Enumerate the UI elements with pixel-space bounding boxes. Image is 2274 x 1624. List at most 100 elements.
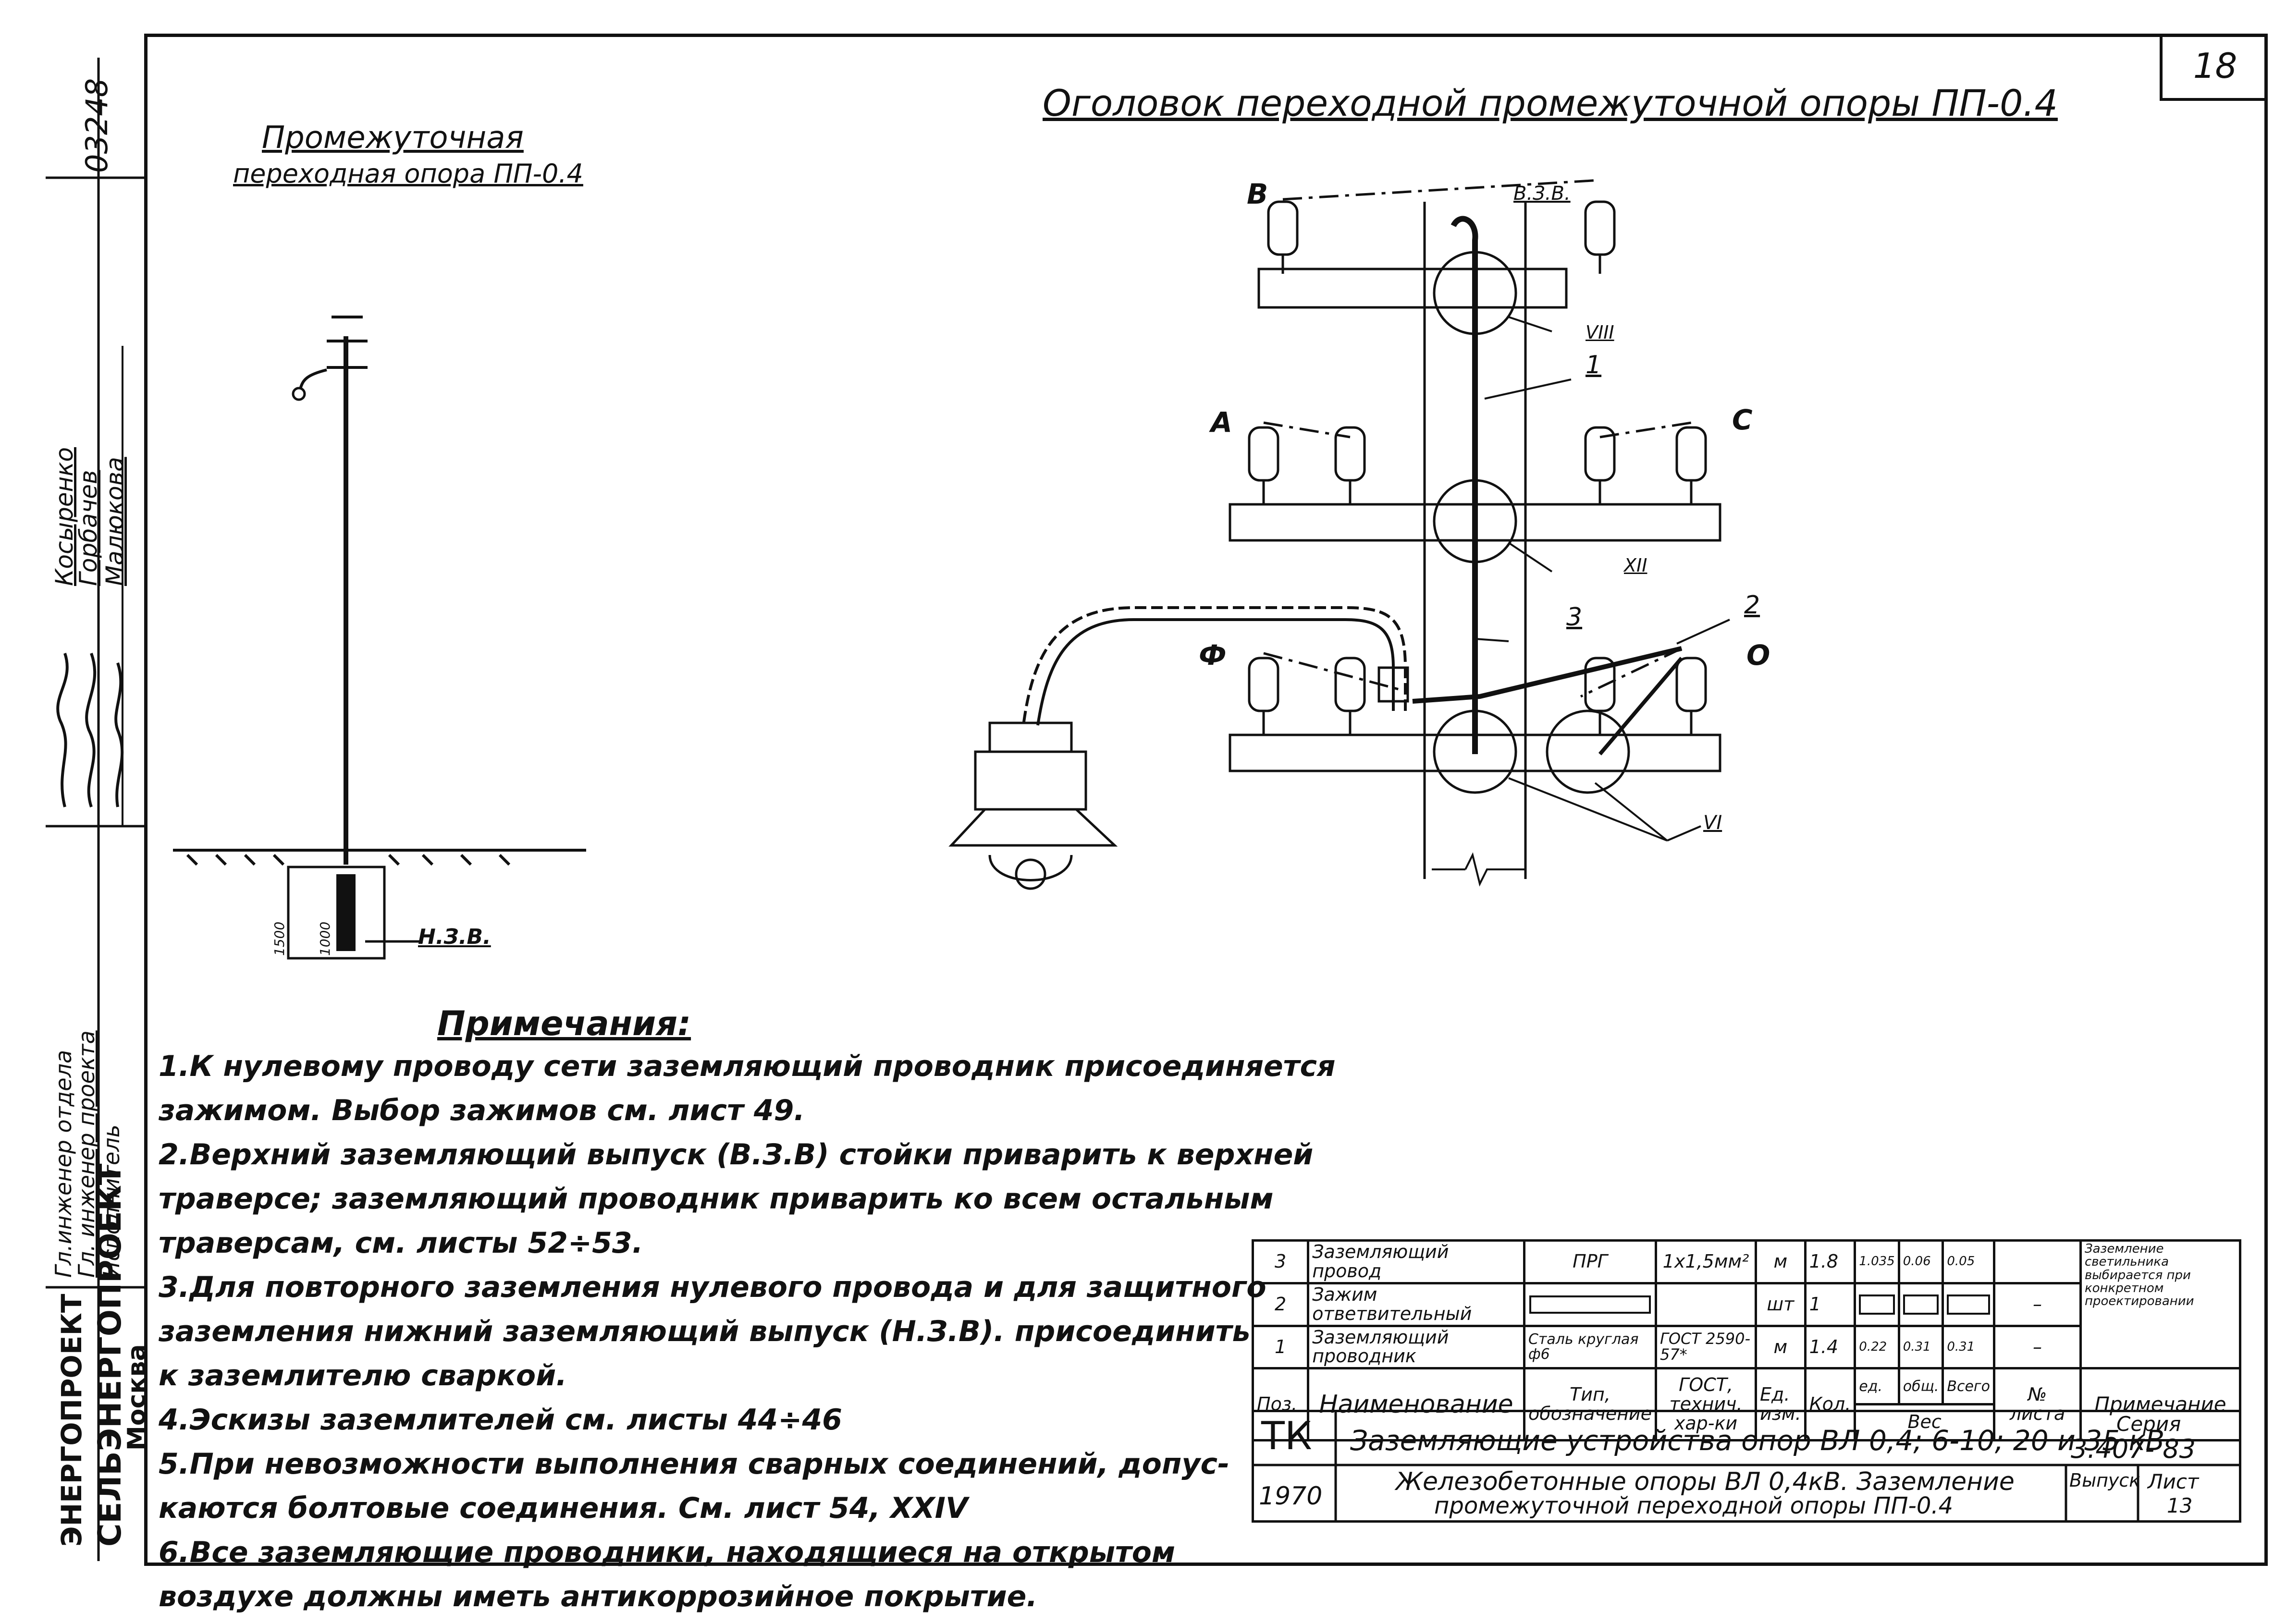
main-title: Оголовок переходной промежуточной опоры … <box>1043 82 2058 124</box>
row3-pos: 3 <box>1251 1239 1310 1284</box>
title-tk: ТК <box>1261 1414 1312 1458</box>
row2-pos: 2 <box>1251 1282 1310 1327</box>
row2-w2-box <box>1903 1294 1939 1315</box>
note-line-8: к заземлителю сваркой. <box>159 1359 567 1392</box>
title-block-lines <box>1252 1410 2241 1523</box>
label-o: О <box>1746 639 1770 672</box>
side-name-2: Горбачев <box>74 470 102 586</box>
note-line-11: каются болтовые соединения. См. лист 54,… <box>159 1491 968 1525</box>
row1-unit: м <box>1755 1324 1807 1370</box>
hdr-w1: ед. <box>1854 1367 1900 1406</box>
table-row: 3 Заземляющий провод ПРГ 1х1,5мм² м 1.8 … <box>1251 1239 2242 1370</box>
pole-head-diagram <box>948 179 1730 890</box>
left-title-2: переходная опора ПП-0.4 <box>233 159 583 189</box>
side-stamp: 03248 Гл.инженер отдела Гл. инженер прое… <box>46 58 151 1561</box>
row2-w1 <box>1854 1282 1900 1327</box>
row2-qty: 1 <box>1804 1282 1856 1327</box>
row2-type-box <box>1529 1295 1651 1314</box>
title-year: 1970 <box>1259 1482 1323 1511</box>
left-title-1: Промежуточная <box>262 120 524 156</box>
row3-type: ПРГ <box>1523 1239 1658 1284</box>
depth-label-2: 1000 <box>317 921 333 956</box>
notes-title: Примечания: <box>437 1004 691 1043</box>
label-f: Ф <box>1199 639 1227 672</box>
row1-pos: 1 <box>1251 1324 1310 1370</box>
note-line-2: зажимом. Выбор зажимов см. лист 49. <box>159 1094 805 1127</box>
row3-unit: м <box>1755 1239 1807 1284</box>
row2-name: Зажим ответвительный <box>1307 1282 1525 1327</box>
label-3: 3 <box>1566 603 1583 632</box>
side-org-top: ЭНЕРГОПРОЕКТ <box>55 1294 88 1547</box>
hdr-unit: Ед. изм. <box>1755 1367 1807 1442</box>
note-line-3: 2.Верхний заземляющий выпуск (В.З.В) сто… <box>159 1138 1314 1172</box>
sheet-number-box: 18 <box>2160 34 2268 101</box>
sheet-border <box>144 34 2268 1566</box>
hdr-w3: Всего <box>1942 1367 1996 1406</box>
row1-name: Заземляющий проводник <box>1307 1324 1525 1370</box>
row2-gost <box>1654 1282 1758 1327</box>
table-header-row: Поз. Наименование Тип, обозначение ГОСТ,… <box>1251 1367 2242 1442</box>
note-line-7: заземления нижний заземляющий выпуск (Н.… <box>159 1315 1251 1348</box>
title-line-3: промежуточной переходной опоры ПП-0.4 <box>1434 1492 1954 1519</box>
row3-qty: 1.8 <box>1804 1239 1856 1284</box>
nzv-label: Н.З.В. <box>418 925 491 949</box>
row2-w3-box <box>1947 1294 1991 1315</box>
side-name-3: Малюкова <box>101 457 129 586</box>
signatures <box>56 652 124 807</box>
row3-gost: 1х1,5мм² <box>1654 1239 1758 1284</box>
label-vzv: В.З.В. <box>1513 183 1571 205</box>
table-row: 1 Заземляющий проводник Сталь круглая ф6… <box>1251 1324 2240 1370</box>
hdr-gost: ГОСТ, технич. хар-ки <box>1654 1367 1758 1442</box>
row3-w2: 0.06 <box>1897 1239 1944 1284</box>
row3-w3: 0.05 <box>1942 1239 1996 1284</box>
hdr-qty: Кол. <box>1804 1367 1856 1442</box>
depth-label-1: 1500 <box>271 921 287 956</box>
note-line-1: 1.К нулевому проводу сети заземляющий пр… <box>159 1050 1336 1083</box>
note-line-6: 3.Для повторного заземления нулевого про… <box>159 1270 1266 1304</box>
title-block: ТК 1970 Заземляющие устройства опор ВЛ 0… <box>1252 1410 2241 1523</box>
row1-w1: 0.22 <box>1854 1324 1900 1370</box>
row2-w2 <box>1897 1282 1944 1327</box>
hdr-pos: Поз. <box>1251 1367 1310 1442</box>
side-code: 03248 <box>79 78 114 173</box>
side-org-city: Москва <box>123 1344 151 1451</box>
left-pole-drawing <box>173 316 586 960</box>
label-vi: VI <box>1703 812 1722 834</box>
title-line-2: Железобетонные опоры ВЛ 0,4кВ. Заземлени… <box>1396 1467 2015 1496</box>
row2-type <box>1523 1282 1658 1327</box>
row1-w2: 0.31 <box>1897 1324 1944 1370</box>
row2-w1-box <box>1859 1294 1895 1315</box>
row3-name: Заземляющий провод <box>1307 1239 1525 1284</box>
sheet-value: 13 <box>2167 1494 2193 1517</box>
row3-w1: 1.035 <box>1854 1239 1900 1284</box>
label-viii: VIII <box>1586 322 1614 343</box>
note-line-10: 5.При невозможности выполнения сварных с… <box>159 1447 1229 1481</box>
row1-w3: 0.31 <box>1942 1324 1996 1370</box>
side-role-1: Гл.инженер отдела <box>50 1050 76 1278</box>
label-b: В <box>1247 178 1268 210</box>
row2-unit: шт <box>1755 1282 1807 1327</box>
label-2: 2 <box>1744 591 1760 620</box>
sheet-number: 18 <box>2193 46 2237 86</box>
hdr-sheet: № листа <box>1993 1367 2082 1442</box>
title-line-1: Заземляющие устройства опор ВЛ 0,4; 6-10… <box>1350 1424 2165 1457</box>
row1-sheet: – <box>1993 1324 2082 1370</box>
note-line-13: воздухе должны иметь антикоррозийное пок… <box>159 1580 1038 1613</box>
row3-sheet <box>1993 1239 2082 1284</box>
note-line-5: траверсам, см. листы 52÷53. <box>159 1226 643 1260</box>
note-line-9: 4.Эскизы заземлителей см. листы 44÷46 <box>159 1403 842 1437</box>
label-c: С <box>1732 403 1753 436</box>
label-1: 1 <box>1586 351 1602 379</box>
hdr-w2: общ. <box>1897 1367 1944 1406</box>
hdr-name: Наименование <box>1307 1367 1525 1442</box>
row1-type: Сталь круглая ф6 <box>1523 1324 1658 1370</box>
issue-label: Выпуск <box>2069 1470 2140 1491</box>
series-label: Серия <box>2116 1412 2181 1436</box>
sheet-label: Лист <box>2148 1470 2199 1493</box>
hdr-type: Тип, обозначение <box>1523 1367 1658 1442</box>
row2-sheet: – <box>1993 1282 2082 1327</box>
note-line-4: траверсе; заземляющий проводник приварит… <box>159 1182 1274 1216</box>
note-line-12: 6.Все заземляющие проводники, находящиес… <box>159 1536 1176 1569</box>
row3-note: Заземление светильника выбирается при ко… <box>2079 1239 2242 1370</box>
notes-list: 1.К нулевому проводу сети заземляющий пр… <box>159 1050 1336 1624</box>
